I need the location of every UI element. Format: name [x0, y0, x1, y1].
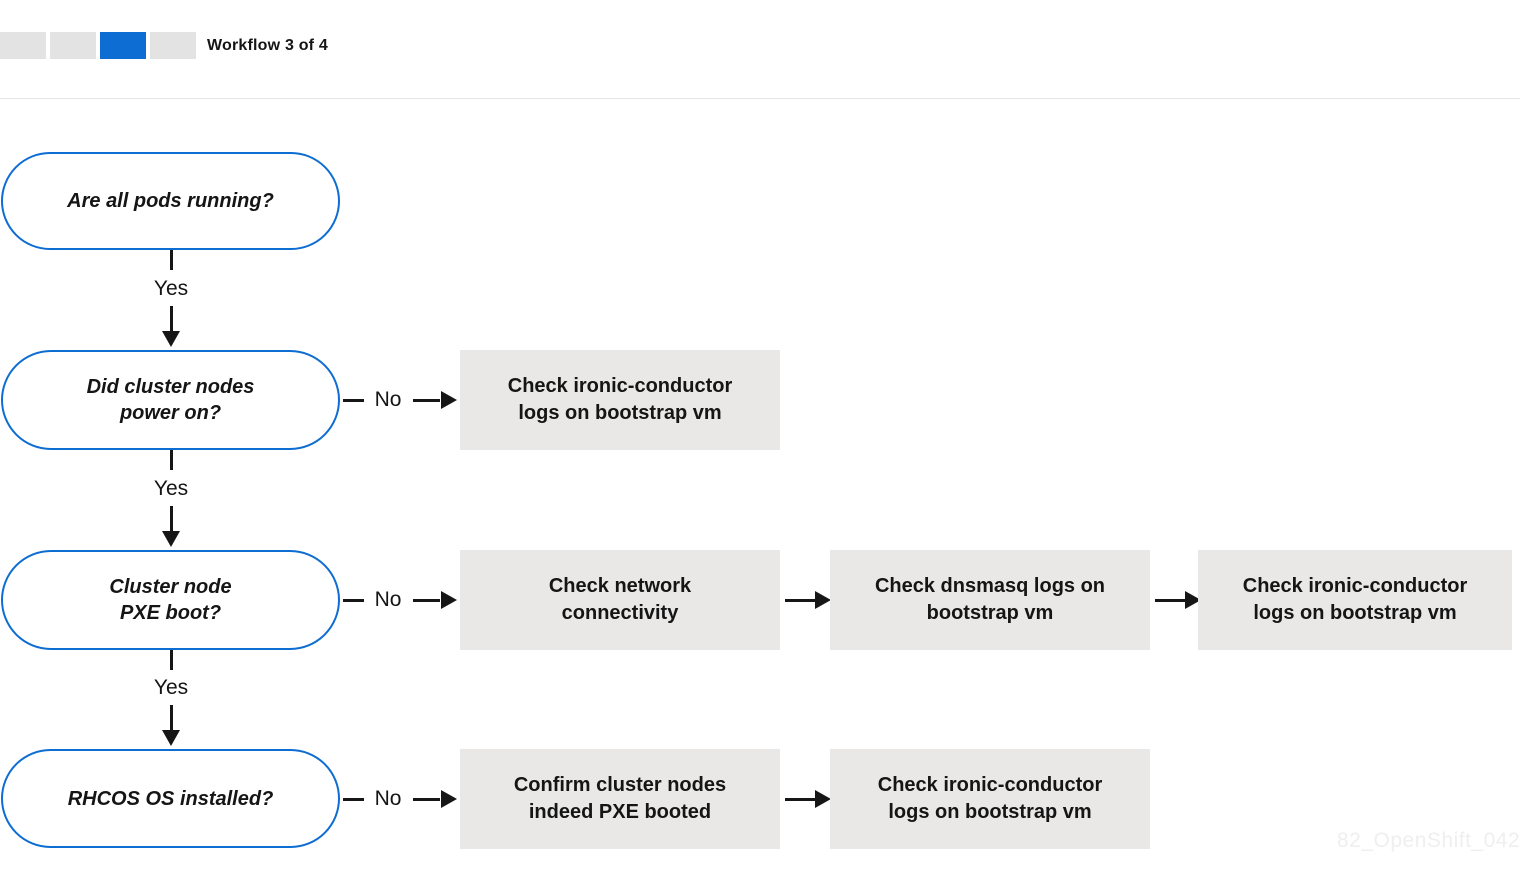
- action-text-line: Check ironic-conductor: [507, 375, 733, 397]
- decision-cluster-node-pxe-boot: Cluster node PXE boot?: [1, 550, 340, 650]
- decision-text-line: power on?: [119, 402, 222, 424]
- action-check-dnsmasq-logs: Check dnsmasq logs on bootstrap vm: [830, 550, 1150, 650]
- yes-label: Yes: [153, 676, 189, 699]
- action-check-network-connectivity: Check network connectivity: [460, 550, 780, 650]
- action-text-line: Check ironic-conductor: [877, 774, 1103, 796]
- decision-text-line: Are all pods running?: [67, 190, 274, 212]
- arrow-down-icon: [162, 531, 180, 547]
- arrow-down-icon: [162, 331, 180, 347]
- action-check-ironic-conductor-logs: Check ironic-conductor logs on bootstrap…: [460, 350, 780, 450]
- action-text-line: Check dnsmasq logs on: [874, 575, 1106, 597]
- progress-segment-1: [0, 32, 46, 59]
- decision-rhcos-os-installed: RHCOS OS installed?: [1, 749, 340, 848]
- action-text-line: Check ironic-conductor: [1242, 575, 1468, 597]
- action-confirm-pxe-booted: Confirm cluster nodes indeed PXE booted: [460, 749, 780, 849]
- connector-line: [785, 599, 816, 602]
- arrow-down-icon: [162, 730, 180, 746]
- connector-line: [170, 506, 173, 531]
- action-text-line: Check network: [548, 575, 692, 597]
- decision-text-line: Did cluster nodes: [86, 376, 255, 398]
- header-divider: [0, 98, 1520, 99]
- action-text-line: logs on bootstrap vm: [1253, 602, 1457, 624]
- arrow-right-icon: [441, 591, 457, 609]
- action-text-line: bootstrap vm: [926, 602, 1054, 624]
- arrow-right-icon: [815, 790, 831, 808]
- arrow-right-icon: [1185, 591, 1201, 609]
- action-check-ironic-conductor-logs: Check ironic-conductor logs on bootstrap…: [830, 749, 1150, 849]
- decision-text-line: RHCOS OS installed?: [67, 787, 274, 810]
- action-text-line: connectivity: [561, 602, 679, 624]
- decision-did-cluster-nodes-power-on: Did cluster nodes power on?: [1, 350, 340, 450]
- decision-text-line: Cluster node: [109, 576, 232, 598]
- yes-label: Yes: [153, 477, 189, 500]
- connector-line: [170, 306, 173, 331]
- action-text-line: logs on bootstrap vm: [518, 402, 722, 424]
- decision-are-all-pods-running: Are all pods running?: [1, 152, 340, 250]
- action-text-line: Confirm cluster nodes: [513, 774, 727, 796]
- action-text-line: indeed PXE booted: [528, 801, 712, 823]
- decision-text-line: PXE boot?: [119, 602, 222, 624]
- connector-line: [413, 798, 440, 801]
- no-label: No: [374, 388, 402, 411]
- action-check-ironic-conductor-logs: Check ironic-conductor logs on bootstrap…: [1198, 550, 1512, 650]
- workflow-step-label: Workflow 3 of 4: [207, 37, 328, 54]
- connector-line: [1155, 599, 1186, 602]
- watermark-text: 82_OpenShift_0420: [1337, 829, 1520, 852]
- progress-segment-3-active: [100, 32, 146, 59]
- arrow-right-icon: [441, 790, 457, 808]
- connector-line: [170, 650, 173, 670]
- connector-line: [785, 798, 816, 801]
- progress-segment-4: [150, 32, 196, 59]
- action-text-line: logs on bootstrap vm: [888, 801, 1092, 823]
- connector-line: [170, 250, 173, 270]
- connector-line: [413, 599, 440, 602]
- connector-line: [413, 399, 440, 402]
- connector-line: [343, 798, 364, 801]
- progress-segment-2: [50, 32, 96, 59]
- connector-line: [170, 705, 173, 730]
- connector-line: [343, 399, 364, 402]
- connector-line: [343, 599, 364, 602]
- no-label: No: [374, 787, 402, 810]
- no-label: No: [374, 588, 402, 611]
- connector-line: [170, 450, 173, 470]
- arrow-right-icon: [441, 391, 457, 409]
- yes-label: Yes: [153, 277, 189, 300]
- arrow-right-icon: [815, 591, 831, 609]
